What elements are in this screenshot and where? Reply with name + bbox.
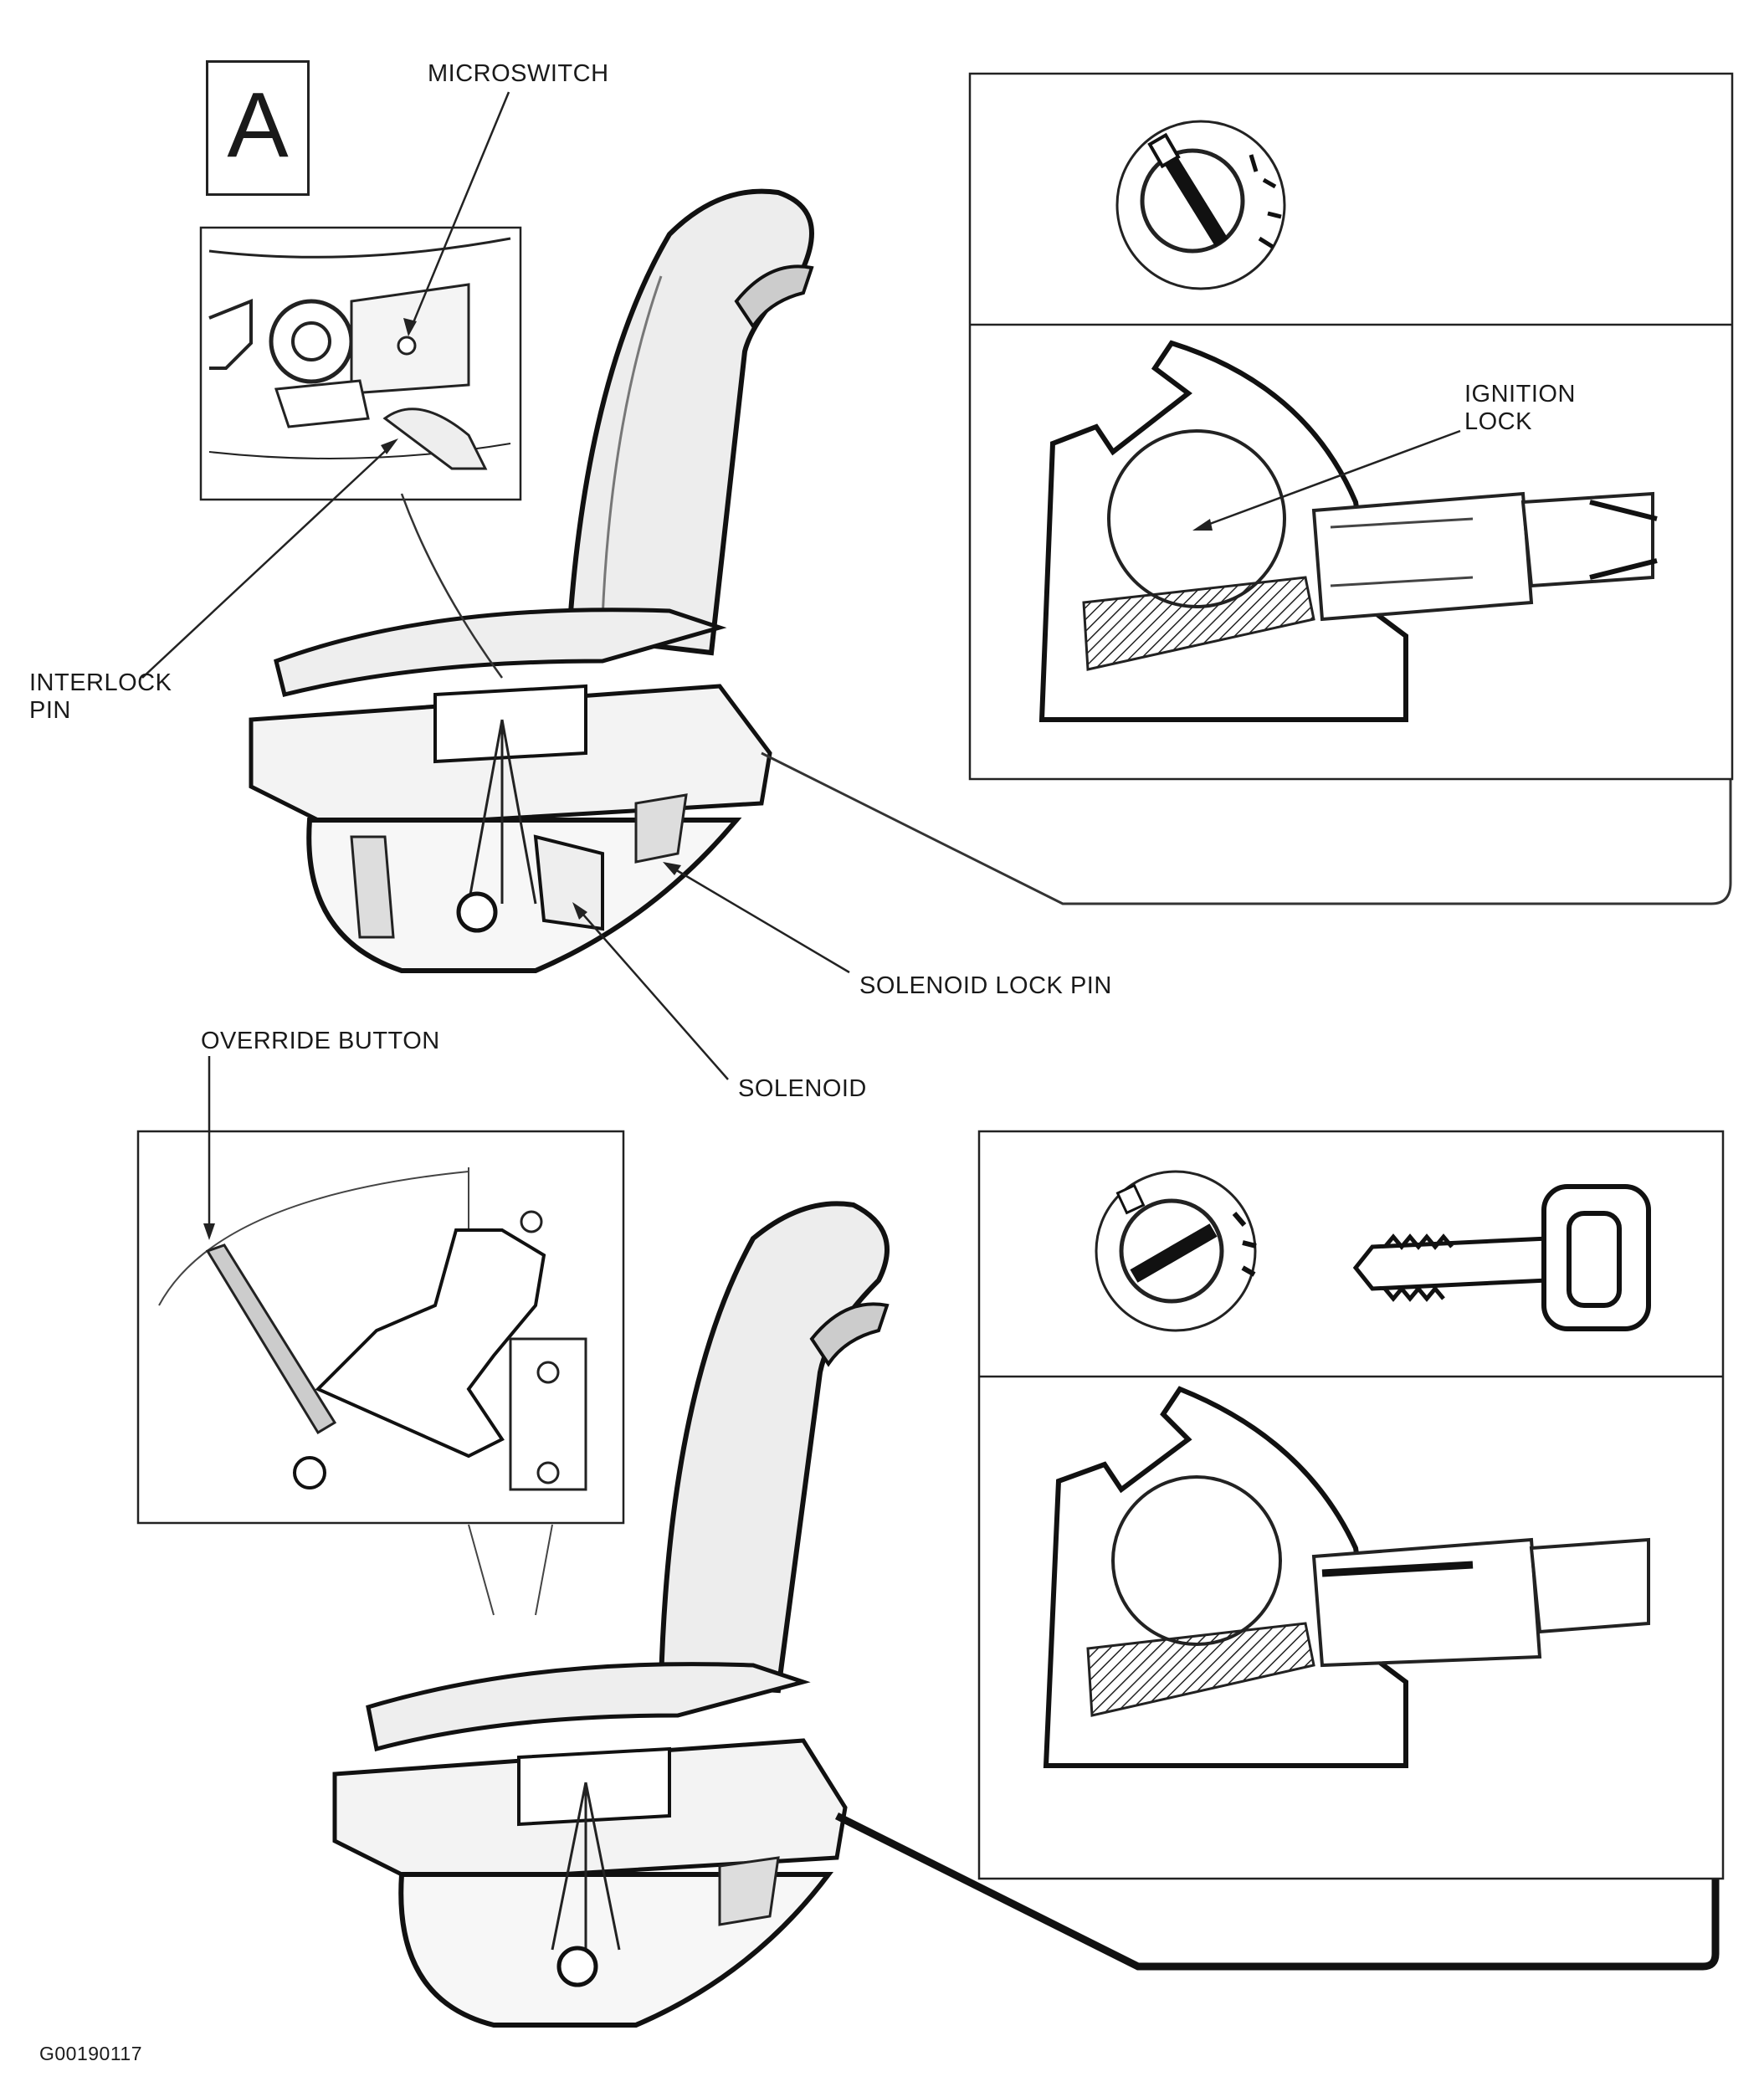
leader-lines [141,91,1461,1240]
interlock-pin-label: INTERLOCK PIN [29,669,172,724]
microswitch-inset [199,226,522,501]
override-callout-lines [468,1524,553,1616]
lower-shift-lever [658,1201,890,1694]
panel-letter: A [206,60,310,196]
override-inset [136,1130,625,1525]
upper-selector-housing [249,608,772,973]
ignition-lock-label: IGNITION LOCK [1464,381,1576,435]
solenoid-lock-pin-label: SOLENOID LOCK PIN [859,972,1112,999]
microswitch-wire [400,493,504,679]
upper-ignition-panel [968,72,1734,781]
override-button-label: OVERRIDE BUTTON [201,1028,440,1054]
upper-shift-lever [566,188,814,656]
solenoid-label: SOLENOID [738,1075,867,1102]
figure-code: G00190117 [39,2043,143,2064]
microswitch-label: MICROSWITCH [428,60,609,87]
lower-selector-housing [332,1662,848,2028]
lower-ignition-panel [977,1130,1725,1880]
key-icon [1352,1233,1551,1302]
